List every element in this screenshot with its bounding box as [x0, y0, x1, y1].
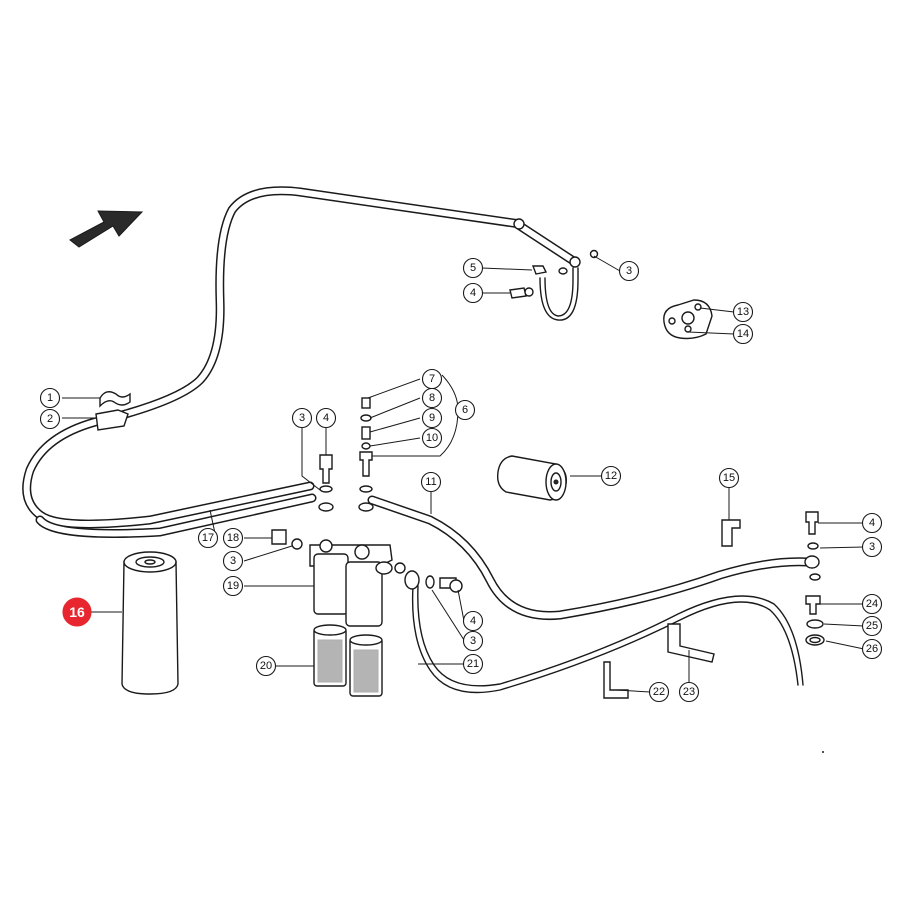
svg-text:15: 15 [723, 472, 735, 484]
callout-6[interactable]: 6 [454, 399, 476, 421]
callout-26[interactable]: 26 [861, 638, 883, 660]
callout-17[interactable]: 17 [197, 527, 219, 549]
callouts: 1 2 3 3 3 3 3 4 4 4 4 5 6 7 8 9 10 11 12… [39, 257, 883, 703]
arrow-up-right-icon [69, 210, 144, 248]
callout-7[interactable]: 7 [421, 368, 443, 390]
svg-text:25: 25 [866, 620, 878, 632]
callout-1[interactable]: 1 [39, 387, 61, 409]
callout-2[interactable]: 2 [39, 408, 61, 430]
speck [822, 751, 824, 753]
callout-14[interactable]: 14 [732, 323, 754, 345]
banjo-bolt-stack [359, 397, 373, 477]
svg-text:19: 19 [227, 580, 239, 592]
svg-text:4: 4 [869, 517, 875, 529]
svg-text:4: 4 [470, 287, 476, 299]
callout-12[interactable]: 12 [600, 465, 622, 487]
callout-15[interactable]: 15 [718, 467, 740, 489]
svg-text:4: 4 [323, 412, 329, 424]
svg-text:4: 4 [470, 615, 476, 627]
callout-20[interactable]: 20 [255, 655, 277, 677]
bolt-3-4 [318, 454, 374, 512]
svg-text:18: 18 [227, 532, 239, 544]
svg-text:3: 3 [299, 412, 305, 424]
callout-13[interactable]: 13 [732, 301, 754, 323]
svg-text:8: 8 [429, 392, 435, 404]
callout-9[interactable]: 9 [421, 407, 443, 429]
return-pipe-top [22, 186, 581, 529]
callout-25[interactable]: 25 [861, 615, 883, 637]
callout-4[interactable]: 4 [462, 282, 484, 304]
callout-3[interactable]: 3 [222, 550, 244, 572]
svg-text:3: 3 [626, 265, 632, 277]
svg-text:3: 3 [869, 541, 875, 553]
callout-8[interactable]: 8 [421, 387, 443, 409]
svg-text:24: 24 [866, 598, 878, 610]
callout-21[interactable]: 21 [462, 653, 484, 675]
svg-text:17: 17 [202, 532, 214, 544]
callout-4[interactable]: 4 [462, 610, 484, 632]
bracket-22 [603, 661, 629, 699]
leader-lines [62, 255, 865, 693]
callout-3[interactable]: 3 [462, 630, 484, 652]
svg-text:3: 3 [230, 555, 236, 567]
svg-text:10: 10 [426, 432, 438, 444]
right-fittings [804, 511, 825, 646]
pipe-11 [367, 495, 813, 621]
pipe-clip [95, 391, 131, 431]
callout-3[interactable]: 3 [291, 407, 313, 429]
callout-10[interactable]: 10 [421, 427, 443, 449]
callout-24[interactable]: 24 [861, 593, 883, 615]
svg-text:9: 9 [429, 412, 435, 424]
callout-5[interactable]: 5 [462, 257, 484, 279]
callout-4[interactable]: 4 [861, 512, 883, 534]
callout-22[interactable]: 22 [648, 681, 670, 703]
svg-text:7: 7 [429, 373, 435, 385]
callout-19[interactable]: 19 [222, 575, 244, 597]
callout-3[interactable]: 3 [618, 260, 640, 282]
svg-text:6: 6 [462, 404, 468, 416]
callout-4[interactable]: 4 [315, 407, 337, 429]
fuel-loop-line [509, 249, 599, 321]
callout-16[interactable]: 16 [62, 597, 92, 627]
svg-text:22: 22 [653, 686, 665, 698]
svg-text:14: 14 [737, 328, 749, 340]
large-filter [121, 551, 179, 695]
svg-text:26: 26 [866, 643, 878, 655]
svg-text:11: 11 [425, 476, 436, 488]
svg-text:23: 23 [683, 686, 695, 698]
svg-text:13: 13 [737, 306, 749, 318]
callout-23[interactable]: 23 [678, 681, 700, 703]
fitting-18 [271, 529, 303, 550]
pipe-21 [404, 570, 804, 694]
svg-text:3: 3 [470, 635, 476, 647]
fuel-filter-assembly [309, 539, 406, 627]
svg-text:21: 21 [467, 658, 479, 670]
svg-text:5: 5 [470, 262, 476, 274]
svg-text:1: 1 [47, 392, 53, 404]
feed-pipe-17 [35, 493, 317, 538]
bracket-23 [667, 623, 715, 663]
bracket-15 [721, 519, 741, 547]
callout-11[interactable]: 11 [420, 471, 442, 493]
svg-text:16: 16 [69, 604, 85, 620]
filter-elements [313, 624, 383, 697]
svg-text:12: 12 [605, 470, 617, 482]
oil-filter [496, 455, 567, 501]
svg-text:2: 2 [47, 413, 53, 425]
callout-3[interactable]: 3 [861, 536, 883, 558]
svg-text:20: 20 [260, 660, 272, 672]
callout-18[interactable]: 18 [222, 527, 244, 549]
flange-gasket [663, 299, 713, 340]
